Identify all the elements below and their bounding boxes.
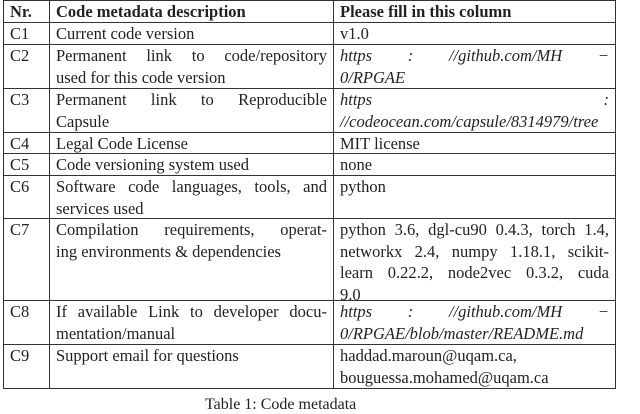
row-nr: C7 [4, 219, 50, 300]
row-nr: C4 [4, 133, 50, 153]
row-nr: C5 [4, 154, 50, 175]
cell-line: Software code languages, tools, and [56, 177, 327, 196]
table-row: C1 Current code version v1.0 [4, 22, 615, 44]
cell-line: networkx 2.4, numpy 1.18.1, scikit- [340, 241, 609, 261]
row-description: Support email for questions [50, 345, 334, 388]
cell-line: Compilation requirements, operat- [56, 220, 327, 239]
table-row: C5 Code versioning system used none [4, 153, 615, 175]
header-description: Code metadata description [50, 1, 334, 22]
cell-line: python [340, 177, 386, 196]
row-nr: C9 [4, 345, 50, 388]
code-metadata-table: Nr. Code metadata description Please fil… [3, 0, 616, 389]
table-row: C2 Permanent link to code/repository used … [4, 44, 615, 88]
cell-line: v1.0 [340, 24, 369, 43]
cell-line: 0/RPGAE/blob/master/README.md [340, 323, 584, 343]
row-nr: C8 [4, 301, 50, 344]
cell-line: Permanent link to code/repository [56, 46, 327, 65]
cell-line: https : //github.com/MH − [340, 302, 609, 321]
table-row: C4 Legal Code License MIT license [4, 132, 615, 153]
row-description: Current code version [50, 23, 334, 44]
row-description: Software code languages, tools, and servi… [50, 176, 334, 218]
row-value: v1.0 [334, 23, 615, 44]
cell-line: learn 0.22.2, node2vec 0.3.2, cuda [340, 263, 609, 283]
row-value: https : //codeocean.com/capsule/8314979/t… [334, 89, 615, 132]
cell-line: MIT license [340, 134, 420, 153]
row-description: Permanent link to code/repository used fo… [50, 45, 334, 88]
row-value: python 3.6, dgl-cu90 0.4.3, torch 1.4, ne… [334, 219, 615, 304]
cell-line: Legal Code License [56, 134, 188, 153]
cell-line: mentation/manual [56, 323, 176, 343]
cell-line: Support email for questions [56, 346, 239, 365]
cell-line: bouguessa.mohamed@uqam.ca [340, 367, 549, 387]
row-nr: C6 [4, 176, 50, 218]
table-caption: Table 1: Code metadata [205, 396, 357, 413]
cell-line: none [340, 155, 373, 174]
header-value: Please fill in this column [340, 2, 512, 21]
row-value: https : //github.com/MH − 0/RPGAE [334, 45, 615, 88]
cell-line: Current code version [56, 24, 195, 43]
table-row: C6 Software code languages, tools, and ser… [4, 175, 615, 218]
row-value: none [334, 154, 615, 175]
cell-line: Permanent link to Reproducible [56, 90, 327, 109]
row-value: MIT license [334, 133, 615, 153]
cell-line: Capsule [56, 111, 110, 131]
cell-line: If available Link to developer docu- [56, 302, 327, 321]
table-row: C9 Support email for questions haddad.maro… [4, 344, 615, 388]
cell-line: haddad.maroun@uqam.ca, [340, 346, 517, 365]
row-value: python [334, 176, 615, 218]
row-nr: C2 [4, 45, 50, 88]
row-value: https : //github.com/MH − 0/RPGAE/blob/ma… [334, 301, 615, 344]
row-description: Legal Code License [50, 133, 334, 153]
cell-line: used for this code version [56, 67, 226, 87]
header-nr: Nr. [4, 1, 50, 22]
row-value: haddad.maroun@uqam.ca, bouguessa.mohamed@… [334, 345, 615, 388]
cell-line: 9.0 [340, 284, 361, 304]
cell-line: services used [56, 198, 144, 218]
table-header: Nr. Code metadata description Please fil… [4, 0, 615, 22]
row-nr: C1 [4, 23, 50, 44]
cell-line: //codeocean.com/capsule/8314979/tree [340, 111, 599, 131]
cell-line: Code versioning system used [56, 155, 249, 174]
cell-line: python 3.6, dgl-cu90 0.4.3, torch 1.4, [340, 220, 609, 239]
row-nr: C3 [4, 89, 50, 132]
cell-line: ing environments & dependencies [56, 241, 281, 261]
cell-line: 0/RPGAE [340, 67, 406, 87]
cell-line: https : [340, 90, 609, 109]
row-description: Compilation requirements, operat-ing env… [50, 219, 334, 300]
cell-line: https : //github.com/MH − [340, 46, 609, 65]
row-description: Code versioning system used [50, 154, 334, 175]
row-description: If available Link to developer docu-ment… [50, 301, 334, 344]
